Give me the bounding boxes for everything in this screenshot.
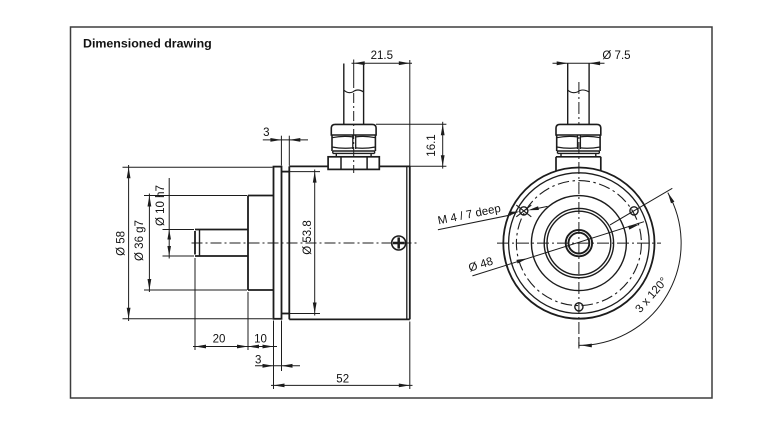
svg-text:52: 52 (336, 373, 349, 385)
svg-text:16.1: 16.1 (426, 134, 438, 156)
svg-text:Ø 58: Ø 58 (115, 231, 127, 256)
svg-text:Ø 53.8: Ø 53.8 (302, 220, 314, 255)
svg-text:20: 20 (213, 334, 226, 346)
svg-text:Ø 36 g7: Ø 36 g7 (134, 220, 146, 261)
svg-text:3: 3 (255, 354, 261, 366)
svg-text:21.5: 21.5 (371, 50, 393, 62)
svg-text:10: 10 (254, 334, 267, 346)
svg-text:Ø 48: Ø 48 (467, 256, 494, 275)
svg-text:Dimensioned drawing: Dimensioned drawing (83, 36, 212, 50)
svg-text:3: 3 (263, 127, 269, 139)
svg-text:Ø 7.5: Ø 7.5 (602, 50, 630, 62)
svg-text:Ø 10 h7: Ø 10 h7 (155, 185, 167, 226)
svg-text:3 x 120°: 3 x 120° (634, 276, 671, 316)
